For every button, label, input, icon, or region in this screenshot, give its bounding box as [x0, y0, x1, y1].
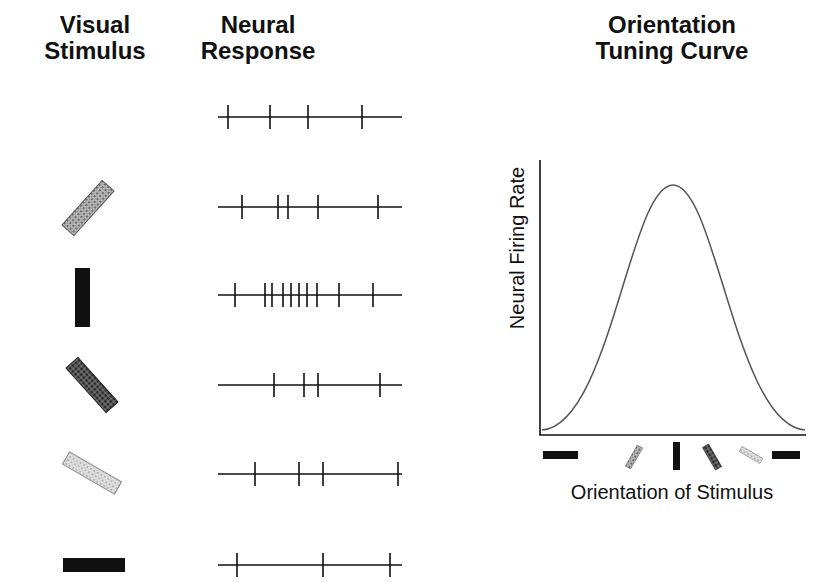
- axis-label: Neural Firing Rate: [505, 167, 529, 329]
- tuning-curve: [540, 160, 806, 435]
- column-heading: Orientation Tuning Curve: [585, 12, 760, 64]
- column-heading: Visual Stimulus: [30, 12, 160, 64]
- column-heading: Neural Response: [183, 12, 333, 64]
- axis-label: Orientation of Stimulus: [571, 480, 773, 504]
- stimulus-bars: [62, 180, 125, 572]
- spike-trains: [218, 105, 402, 577]
- orientation-icons: [543, 442, 800, 470]
